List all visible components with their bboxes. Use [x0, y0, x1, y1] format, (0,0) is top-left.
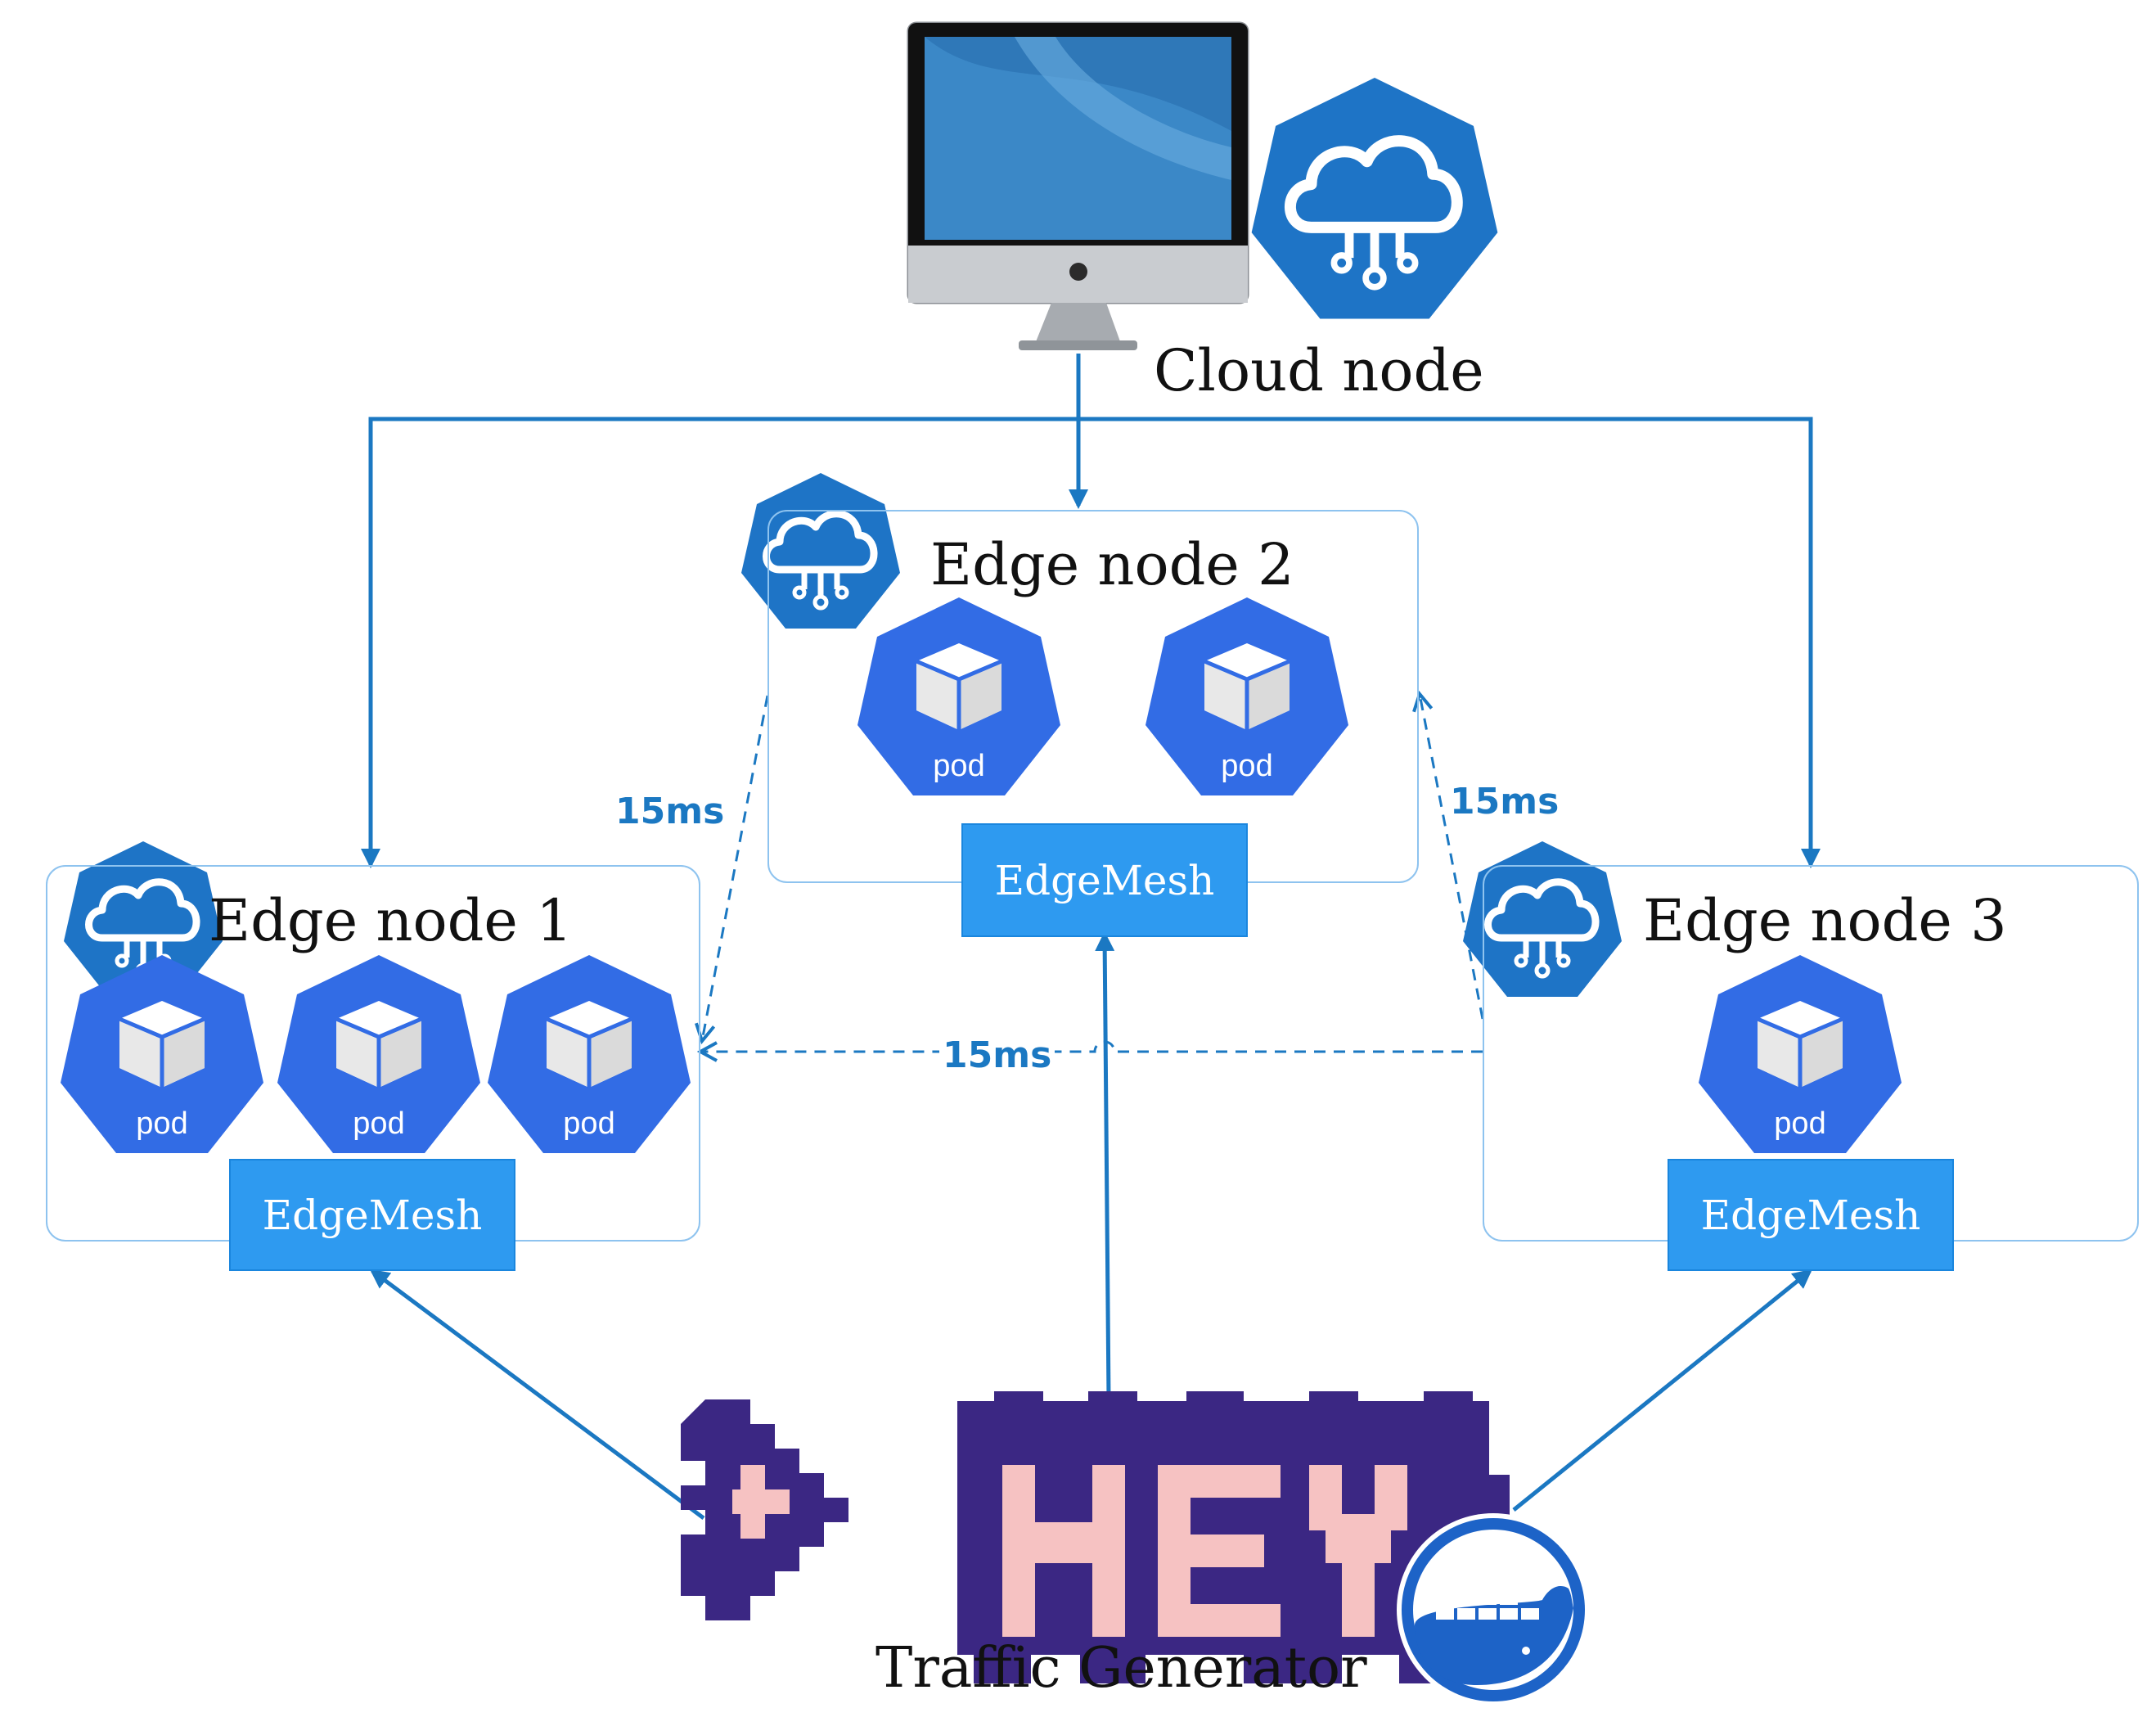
hey-to-edge3-arrow: [1512, 1269, 1813, 1512]
imac-monitor-icon: [907, 21, 1249, 350]
hey-logo: [681, 1391, 1510, 1683]
edgemesh-2[interactable]: EdgeMesh: [961, 823, 1248, 937]
pod-label: pod: [1774, 1106, 1825, 1141]
cloud-node-label: Cloud node: [1154, 337, 1484, 404]
latency-label-edge2-edge1: 15ms: [612, 794, 728, 830]
latency-label-edge3-edge2: 15ms: [1447, 784, 1563, 820]
edge-node-1-title: Edge node 1: [209, 887, 573, 954]
pod-label: pod: [353, 1106, 404, 1141]
hey-to-edge1-arrow: [369, 1269, 705, 1521]
edge-node-3-title: Edge node 3: [1643, 887, 2007, 954]
edgemesh-1[interactable]: EdgeMesh: [229, 1159, 515, 1271]
cloud-connectors: [361, 354, 1821, 868]
pod-label: pod: [933, 749, 984, 783]
edge2-to-edge1-dashed: [702, 695, 769, 1041]
kubernetes-cloud-icon: [1252, 78, 1498, 319]
traffic-generator-label: Traffic Generator: [875, 1636, 1367, 1701]
pod-label: pod: [563, 1106, 614, 1141]
pod-label: pod: [136, 1106, 187, 1141]
generator-connectors: [369, 931, 1813, 1521]
edgemesh-3[interactable]: EdgeMesh: [1668, 1159, 1954, 1271]
docker-whale-icon: [1397, 1513, 1590, 1706]
pod-label: pod: [1221, 749, 1272, 783]
edge3-to-edge2-dashed: [1420, 694, 1484, 1020]
hey-to-edge2-arrow: [1095, 931, 1115, 1400]
latency-label-edge3-edge1: 15ms: [939, 1038, 1055, 1074]
edge3-to-edge1-dashed: [700, 1040, 1483, 1052]
cloud-to-edge1-arrow: [361, 417, 1078, 868]
edge-node-2-title: Edge node 2: [930, 531, 1294, 598]
cloud-to-edge3-arrow: [1078, 417, 1821, 868]
